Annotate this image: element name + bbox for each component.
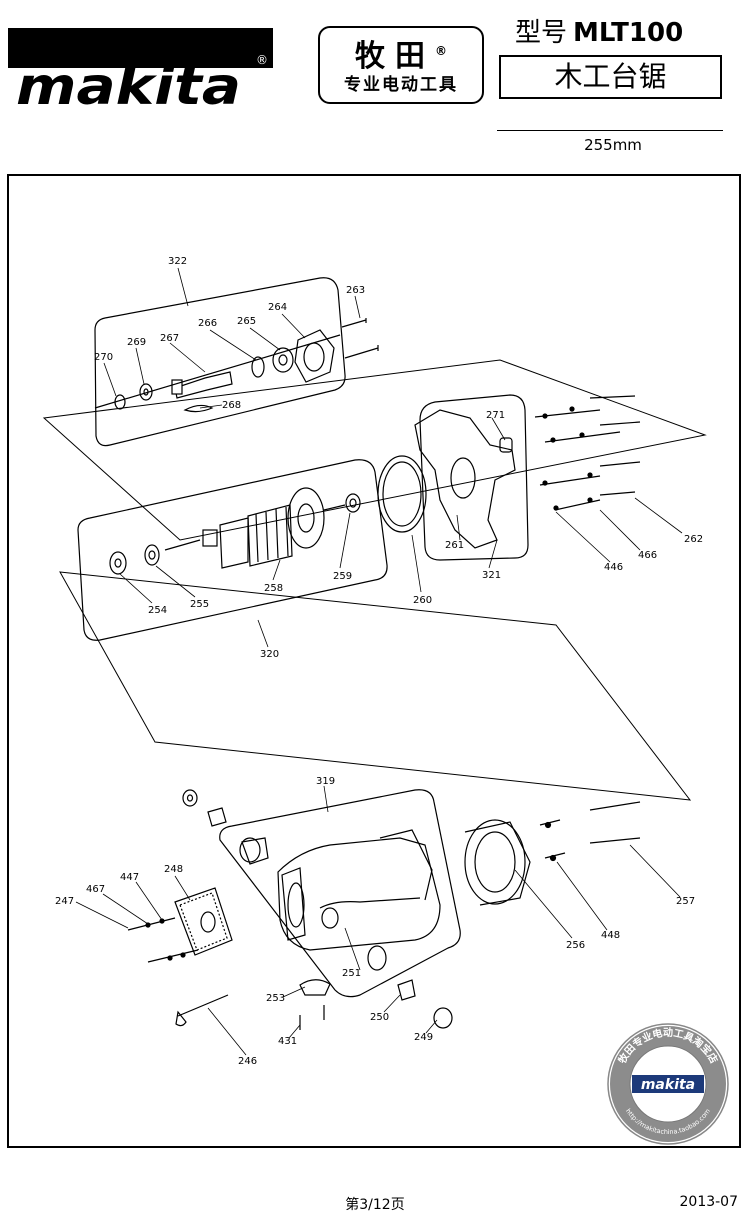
part-label: 266 <box>198 318 217 329</box>
part-label: 448 <box>601 930 620 941</box>
part-label: 447 <box>120 872 139 883</box>
brand-registered-mark: ® <box>435 44 447 58</box>
part-stator-256 <box>464 801 641 906</box>
part-label: 263 <box>346 285 365 296</box>
part-group-322 <box>94 318 379 413</box>
part-label: 319 <box>316 776 335 787</box>
part-label: 271 <box>486 410 505 421</box>
part-label: 255 <box>190 599 209 610</box>
diagram-frame <box>7 174 741 1148</box>
part-label: 268 <box>222 400 241 411</box>
part-label: 269 <box>127 337 146 348</box>
part-label: 267 <box>160 333 179 344</box>
leader-lines <box>75 267 683 1056</box>
logo-text: makita <box>16 57 241 110</box>
part-label: 247 <box>55 896 74 907</box>
part-label: 259 <box>333 571 352 582</box>
part-group-321 <box>377 395 641 549</box>
stamp-logo-text: makita <box>641 1077 695 1093</box>
group-box-322 <box>94 277 346 447</box>
part-labels: 322 263 264 265 266 267 269 270 268 271 … <box>55 256 703 1067</box>
part-label: 321 <box>482 570 501 581</box>
part-label: 251 <box>342 968 361 979</box>
group-box-321 <box>419 394 529 561</box>
group-box-320 <box>77 459 388 641</box>
part-label: 248 <box>164 864 183 875</box>
makita-logo: makita ® <box>8 26 273 110</box>
shop-stamp: 牧田专业电动工具淘宝店 http://makitachina.taobao.co… <box>607 1023 729 1145</box>
plane-middle <box>59 571 692 801</box>
part-label: 249 <box>414 1032 433 1043</box>
part-label: 466 <box>638 550 657 561</box>
brand-subtitle: 专业电动工具 <box>344 75 458 95</box>
part-label: 256 <box>566 940 585 951</box>
product-name: 木工台锯 <box>499 55 722 99</box>
part-label: 260 <box>413 595 432 606</box>
part-group-320 <box>109 487 361 575</box>
publish-date: 2013-07 <box>679 1194 739 1210</box>
part-label: 467 <box>86 884 105 895</box>
part-label: 431 <box>278 1036 297 1047</box>
part-label: 246 <box>238 1056 257 1067</box>
part-label: 320 <box>260 649 279 660</box>
header-divider <box>497 130 723 131</box>
model-number: MLT100 <box>573 18 684 48</box>
part-label: 264 <box>268 302 287 313</box>
logo-registered-mark: ® <box>256 53 268 67</box>
brand-name-cn: 牧田 <box>355 39 435 74</box>
part-label: 253 <box>266 993 285 1004</box>
part-label: 265 <box>237 316 256 327</box>
model-label: 型号 <box>515 18 568 48</box>
product-spec: 255mm <box>584 136 642 154</box>
part-label: 257 <box>676 896 695 907</box>
brand-box: 牧田® 专业电动工具 <box>318 26 484 104</box>
page-number: 第3/12页 <box>345 1197 405 1213</box>
part-group-319 <box>127 789 453 1030</box>
part-label: 270 <box>94 352 113 363</box>
part-label: 258 <box>264 583 283 594</box>
group-box-319 <box>219 789 461 998</box>
part-label: 250 <box>370 1012 389 1023</box>
part-label: 446 <box>604 562 623 573</box>
part-label: 261 <box>445 540 464 551</box>
part-label: 322 <box>168 256 187 267</box>
plane-upper <box>42 359 707 541</box>
part-label: 262 <box>684 534 703 545</box>
part-label: 254 <box>148 605 167 616</box>
